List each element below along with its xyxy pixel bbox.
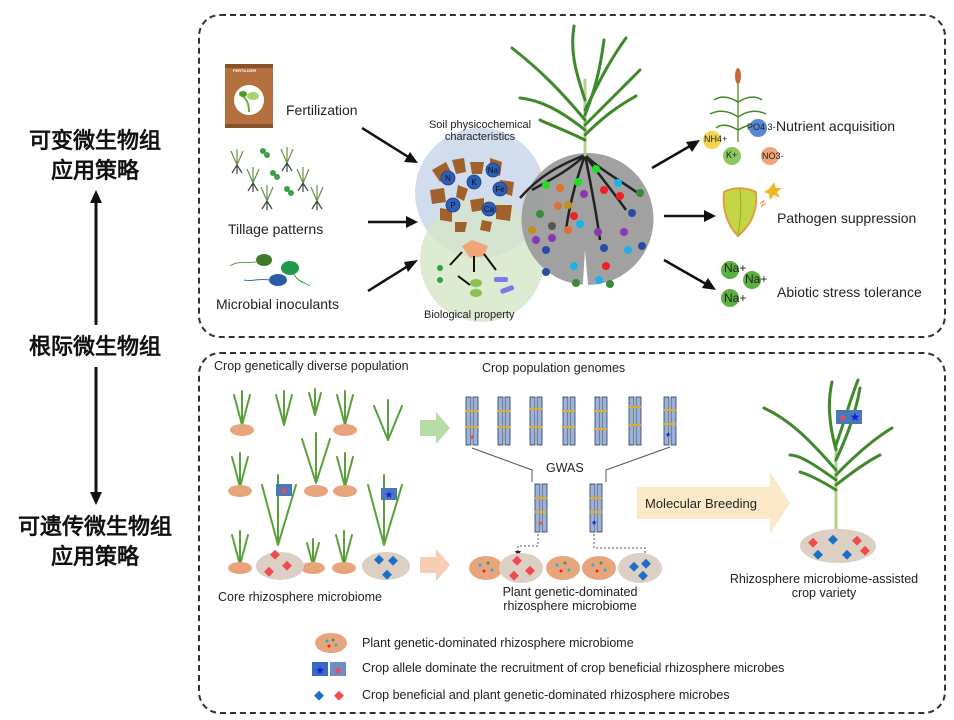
top-strategy-label: 可变微生物组 应用策略 <box>0 127 190 187</box>
molecular-breeding-arrow <box>637 472 790 534</box>
top-strategy-line2: 应用策略 <box>50 159 139 184</box>
molecular-breeding-label: Molecular Breeding <box>645 496 758 511</box>
variety-line2: crop variety <box>791 586 857 600</box>
nutrient-plant-icon <box>703 68 779 165</box>
na-ion-2: Na+ <box>745 272 768 286</box>
arrow-to-nutrient <box>651 144 691 170</box>
bottom-strategy-label: 可遗传微生物组 应用策略 <box>0 513 190 573</box>
ion-no3: NO3- <box>762 151 784 161</box>
legend-item-allele: Crop allele dominate the recruitment of … <box>362 661 785 675</box>
na-ion-1: Na+ <box>724 261 747 275</box>
svg-text:★: ★ <box>315 665 325 677</box>
nutrient-acquisition-label: Nutrient acquisition <box>776 118 896 134</box>
ion-k: K+ <box>726 150 738 160</box>
soil-biology-diagram: N K Na Fe P Ca <box>415 24 654 330</box>
soil-label-line1: Soil physicochemical <box>428 119 532 131</box>
bacteria-icon <box>229 254 311 287</box>
svg-text:★: ★ <box>385 490 394 501</box>
svg-text:★: ★ <box>537 519 543 527</box>
biology-circle <box>420 198 544 322</box>
bottom-panel <box>198 352 946 714</box>
variety-allele-box <box>836 410 862 424</box>
svg-text:★: ★ <box>280 486 289 497</box>
soil-characteristics-label: Soil physicochemical characteristics <box>418 119 542 143</box>
biological-property-label: Biological property <box>424 309 515 321</box>
rhizosphere-wedge <box>580 250 592 330</box>
dominated-line2: rhizosphere microbiome <box>503 599 637 613</box>
legend-blue-diamond <box>314 690 324 701</box>
element-n: N <box>445 174 451 183</box>
population-label: Crop genetically diverse population <box>214 359 409 373</box>
shield-icon <box>722 182 782 238</box>
dominated-line1: Plant genetic-dominated <box>502 585 638 599</box>
top-strategy-line1: 可变微生物组 <box>28 129 161 154</box>
microbe-dots <box>528 165 646 288</box>
legend-blue-star-box <box>312 662 328 676</box>
variety-line1: Rhizosphere microbiome-assisted <box>729 572 919 586</box>
na-ion-3: Na+ <box>724 291 747 305</box>
arrow-to-abiotic <box>663 258 707 286</box>
ion-nh4: NH4+ <box>704 134 728 144</box>
ion-po4: PO4 3- <box>747 122 776 132</box>
dominated-microbiome-ellipses <box>469 553 662 583</box>
legend-red-star-box <box>330 662 346 676</box>
arrow-inoculants <box>367 264 409 293</box>
input-arrows <box>361 126 716 293</box>
core-microbiome-label: Core rhizosphere microbiome <box>218 590 382 604</box>
arrow-head-down <box>90 492 102 505</box>
svg-text:★: ★ <box>665 431 671 439</box>
svg-text:★: ★ <box>850 410 861 424</box>
dominated-microbiome-label: Plant genetic-dominated rhizosphere micr… <box>480 585 660 613</box>
element-k: K <box>471 178 477 187</box>
tillage-label: Tillage patterns <box>228 221 324 237</box>
fertilizer-bag-text: FERTILIZER <box>233 68 257 73</box>
genomes-label: Crop population genomes <box>482 361 626 375</box>
legend-ellipse-icon <box>315 633 347 653</box>
svg-text:★: ★ <box>469 434 475 442</box>
gwas-label: GWAS <box>546 461 584 475</box>
bottom-strategy-line1: 可遗传微生物组 <box>17 515 172 540</box>
gwas-lines <box>471 446 671 555</box>
top-panel <box>198 14 946 338</box>
arrow-head-up <box>90 190 102 203</box>
green-block-arrow <box>420 412 450 444</box>
arrow-fertilization <box>361 126 411 160</box>
svg-text:★: ★ <box>839 413 848 424</box>
abiotic-stress-label: Abiotic stress tolerance <box>777 284 922 300</box>
legend-item-microbes: Crop beneficial and plant genetic-domina… <box>362 688 730 702</box>
peach-block-arrow <box>420 549 450 581</box>
sodium-ions-icon <box>721 261 761 307</box>
bottom-strategy-line2: 应用策略 <box>50 545 139 570</box>
element-ca: Ca <box>484 205 495 214</box>
plant-host-shape <box>462 240 488 258</box>
population-plants: ★ ★ <box>228 388 410 580</box>
allele-box-red <box>276 484 292 496</box>
fertilization-label: Fertilization <box>286 102 358 118</box>
variety-label: Rhizosphere microbiome-assisted crop var… <box>706 572 942 600</box>
rhizosphere-microbiome-label: 根际微生物组 <box>28 335 161 360</box>
legend-item-microbiome: Plant genetic-dominated rhizosphere micr… <box>362 636 634 650</box>
allele-box-blue <box>381 488 397 500</box>
fertilizer-bag-icon <box>225 64 273 128</box>
crop-rows-icon <box>230 147 324 210</box>
microbial-inoculants-label: Microbial inoculants <box>216 296 339 312</box>
element-na: Na <box>488 166 499 175</box>
vertical-double-arrow <box>90 190 102 505</box>
svg-text:★: ★ <box>333 665 343 677</box>
chromosome-pairs: ★ ★ ★ ★ <box>465 396 677 533</box>
pathogen-suppression-label: Pathogen suppression <box>777 210 917 226</box>
legend-red-diamond <box>334 690 344 701</box>
element-fe: Fe <box>495 185 505 194</box>
soil-label-line2: characteristics <box>444 131 516 143</box>
svg-text:★: ★ <box>591 519 597 527</box>
main-plant-icon <box>510 24 642 157</box>
element-p: P <box>450 201 455 210</box>
